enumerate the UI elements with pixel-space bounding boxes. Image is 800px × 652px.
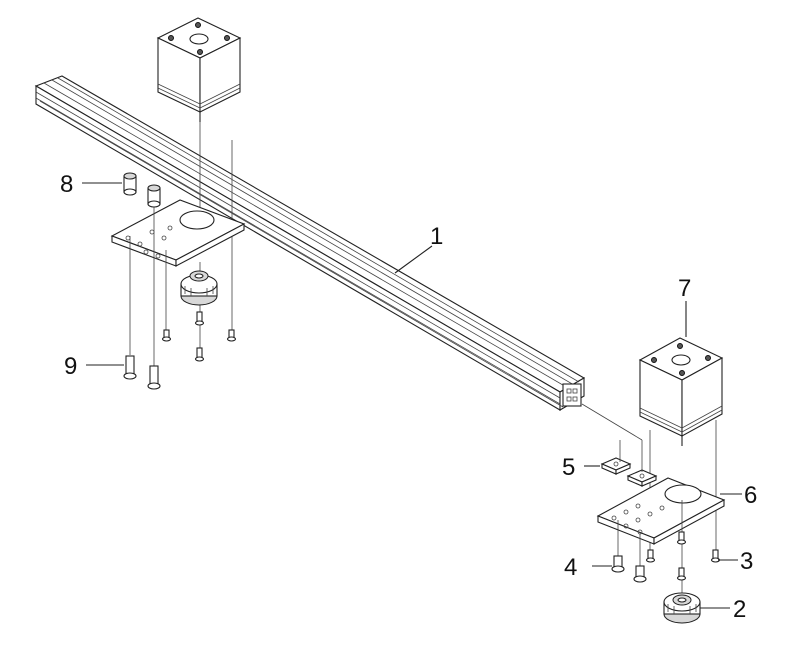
spacer-standoffs xyxy=(123,172,161,208)
screws-left xyxy=(161,311,237,362)
callout-7: 7 xyxy=(678,275,691,302)
tee-nuts xyxy=(581,403,658,487)
callout-9: 9 xyxy=(64,353,77,380)
callout-6: 6 xyxy=(744,482,757,509)
stepper-motor-left xyxy=(156,17,242,335)
callout-4: 4 xyxy=(564,554,577,581)
callout-2: 2 xyxy=(733,596,746,623)
stepper-motor-right xyxy=(638,337,724,552)
pulley-right xyxy=(663,592,701,624)
aluminum-extrusion xyxy=(34,75,586,411)
callout-labels: 1 2 3 4 5 6 7 8 9 xyxy=(60,171,757,623)
screws-right xyxy=(611,531,721,583)
long-bolts xyxy=(123,355,161,390)
callout-3: 3 xyxy=(740,548,753,575)
callout-leaders xyxy=(82,182,742,609)
callout-8: 8 xyxy=(60,171,73,198)
callout-1: 1 xyxy=(430,223,443,250)
motor-bracket-right xyxy=(596,477,726,602)
motor-bracket-left xyxy=(110,195,246,368)
callout-5: 5 xyxy=(562,454,575,481)
pulley-left xyxy=(180,270,218,306)
